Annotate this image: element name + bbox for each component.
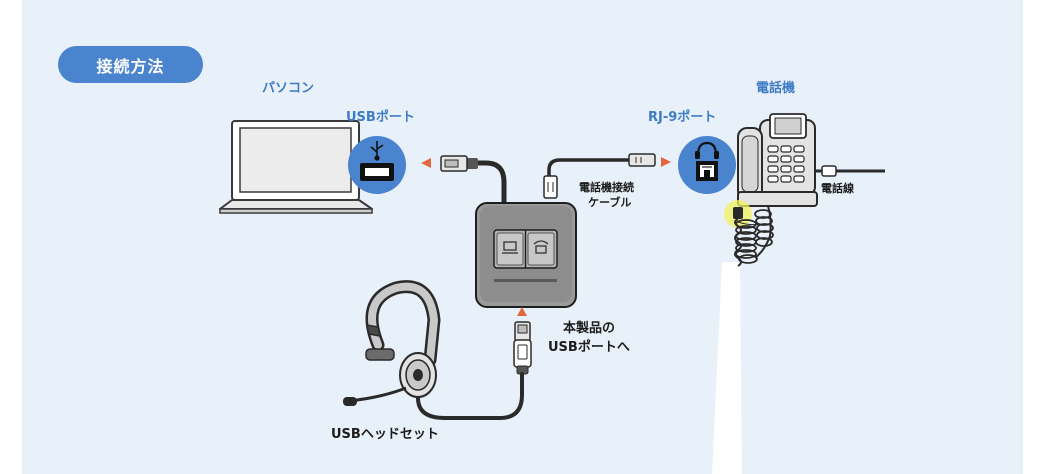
rj9-port-bubble: [678, 136, 736, 194]
pc-label: パソコン: [262, 81, 315, 96]
arrow-to-phone: [661, 157, 671, 167]
pc-mode-icon: [502, 241, 518, 254]
product-usb-line1: 本製品の: [563, 321, 616, 336]
headset-illustration: [343, 280, 441, 406]
usb-port-label: USBポート: [346, 110, 415, 125]
phone-mode-icon: [533, 240, 549, 254]
product-hub: [475, 202, 577, 308]
headset-usb-plug: [513, 321, 532, 375]
cable-label-line2: ケーブル: [588, 196, 632, 209]
product-usb-line2: USBポートへ: [548, 340, 630, 355]
rj9-port-icon: [696, 161, 718, 181]
phone-label: 電話機: [756, 81, 796, 96]
usb-cable-to-pc: [440, 155, 507, 207]
zoom-beam: [712, 262, 742, 474]
cable-label-line1: 電話機接続: [579, 181, 634, 194]
arrow-to-pc: [421, 158, 431, 168]
usb-port-icon: [360, 163, 394, 181]
phone-mode-button: [527, 232, 555, 266]
usb-symbol-icon: [370, 141, 384, 161]
coiled-cord: [733, 205, 774, 267]
phone-line-label: 電話線: [821, 182, 854, 195]
headset-cable: [416, 372, 524, 420]
headset-label: USBヘッドセット: [331, 427, 439, 442]
pc-mode-button: [496, 232, 524, 266]
telephone-illustration: [737, 113, 885, 207]
rj9-port-label: RJ-9ポート: [648, 110, 717, 125]
arrow-to-hub: [517, 307, 527, 316]
keypad: [767, 145, 805, 183]
headset-symbol-icon: [695, 141, 719, 159]
phone-connection-cable: [543, 153, 656, 199]
usb-port-bubble: [348, 136, 406, 194]
section-title: 接続方法: [58, 46, 203, 83]
